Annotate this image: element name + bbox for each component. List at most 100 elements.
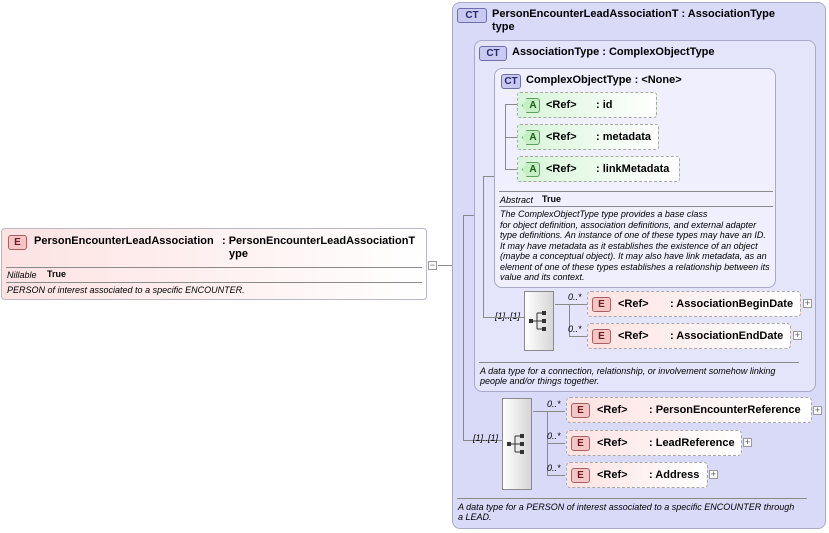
doc-line: element of one of these types establishe…: [500, 261, 770, 272]
complex-type-badge: CT: [501, 74, 521, 89]
complex-type-badge: CT: [457, 8, 487, 23]
connector-line: [463, 440, 502, 441]
divider: [499, 206, 773, 207]
ref-label: <Ref>: [618, 330, 649, 342]
divider: [499, 191, 773, 192]
complex-type-complex-object: CT ComplexObjectType : <None> A <Ref> : …: [494, 68, 776, 288]
element-address[interactable]: E <Ref> : Address: [566, 462, 708, 488]
sequence-compositor[interactable]: [524, 291, 554, 351]
doc-line: value and its context.: [500, 272, 585, 282]
element-occurrence: 0..*: [547, 399, 561, 409]
connector-line: [547, 443, 565, 444]
element-name: : Address: [649, 469, 700, 481]
divider: [6, 282, 422, 283]
root-element-name: PersonEncounterLeadAssociation: [34, 235, 214, 247]
element-badge: E: [8, 235, 27, 250]
collapse-toggle[interactable]: −: [428, 260, 437, 270]
divider: [457, 498, 807, 499]
divider: [6, 267, 422, 268]
element-name: : LeadReference: [649, 437, 735, 449]
abstract-value: True: [542, 194, 562, 204]
attribute-name: : id: [596, 99, 613, 111]
element-badge: E: [571, 468, 590, 483]
element-association-begin-date[interactable]: E <Ref> : AssociationBeginDate: [587, 291, 801, 317]
attribute-metadata[interactable]: A <Ref> : metadata: [517, 124, 659, 150]
ref-label: <Ref>: [597, 437, 628, 449]
root-element-doc: PERSON of interest associated to a speci…: [7, 285, 245, 295]
complex-type-badge: CT: [479, 46, 507, 61]
expand-toggle[interactable]: +: [743, 437, 752, 447]
complex-object-type-title: ComplexObjectType : <None>: [526, 74, 682, 86]
nillable-value: True: [47, 269, 67, 279]
connector-line: [505, 104, 517, 105]
outer-type-doc-wrap: a LEAD.: [458, 512, 492, 522]
element-name: : AssociationBeginDate: [670, 298, 794, 310]
root-element-box[interactable]: E PersonEncounterLeadAssociation : Perso…: [1, 228, 427, 300]
connector-line: [555, 304, 569, 305]
element-occurrence: 0..*: [568, 324, 582, 334]
attribute-badge: A: [522, 162, 540, 177]
sequence-occurrence: [1]..[1]: [473, 433, 499, 443]
connector-line: [569, 336, 587, 337]
element-name: : PersonEncounterReference: [649, 404, 801, 416]
ref-label: <Ref>: [597, 404, 628, 416]
connector-line: [483, 317, 524, 318]
complex-type-title-wrap: type: [492, 21, 515, 33]
element-person-encounter-reference[interactable]: E <Ref> : PersonEncounterReference: [566, 397, 812, 423]
divider: [479, 362, 799, 363]
connector-line: [463, 215, 474, 216]
doc-line: It may have metadata as it establishes t…: [500, 240, 758, 251]
doc-line: for object definition, association defin…: [500, 219, 757, 230]
connector-line: [569, 304, 587, 305]
connector-line: [505, 137, 517, 138]
element-badge: E: [592, 297, 611, 312]
ref-label: <Ref>: [546, 99, 577, 111]
complex-type-title: PersonEncounterLeadAssociationT : Associ…: [492, 8, 775, 20]
attribute-id[interactable]: A <Ref> : id: [517, 92, 657, 118]
connector-line: [533, 411, 547, 412]
attribute-name: : linkMetadata: [596, 163, 670, 175]
element-badge: E: [592, 329, 611, 344]
root-element-type-wrap: ype: [229, 248, 248, 260]
doc-line: The ComplexObjectType type provides a ba…: [500, 209, 708, 219]
sequence-icon: [507, 434, 524, 454]
expand-toggle[interactable]: +: [813, 405, 822, 415]
connector-line: [547, 475, 565, 476]
doc-line: (maybe a conceptual object). It may also…: [500, 251, 767, 261]
element-badge: E: [571, 403, 590, 418]
expand-toggle[interactable]: +: [709, 469, 718, 479]
association-type-doc: A data type for a connection, relationsh…: [480, 366, 776, 376]
expand-toggle[interactable]: +: [793, 330, 802, 340]
element-occurrence: 0..*: [568, 292, 582, 302]
connector-line: [569, 304, 570, 336]
attribute-badge: A: [522, 98, 540, 113]
element-occurrence: 0..*: [547, 431, 561, 441]
complex-type-person-encounter-lead-association: CT PersonEncounterLeadAssociationT : Ass…: [452, 2, 826, 529]
association-type-title: AssociationType : ComplexObjectType: [512, 46, 715, 58]
attribute-name: : metadata: [596, 131, 652, 143]
sequence-icon: [529, 311, 546, 331]
element-occurrence: 0..*: [547, 463, 561, 473]
expand-toggle[interactable]: +: [803, 298, 812, 308]
complex-type-association: CT AssociationType : ComplexObjectType C…: [474, 40, 816, 392]
attribute-link-metadata[interactable]: A <Ref> : linkMetadata: [517, 156, 680, 182]
outer-type-doc: A data type for a PERSON of interest ass…: [458, 502, 795, 512]
connector-line: [505, 169, 517, 170]
root-element-type: : PersonEncounterLeadAssociationT: [222, 235, 416, 247]
element-lead-reference[interactable]: E <Ref> : LeadReference: [566, 430, 742, 456]
association-type-doc-wrap: people and/or things together.: [480, 376, 600, 386]
element-association-end-date[interactable]: E <Ref> : AssociationEndDate: [587, 323, 791, 349]
attribute-badge: A: [522, 130, 540, 145]
connector-line: [483, 176, 494, 177]
connector-line: [463, 215, 464, 440]
nillable-label: Nillable: [7, 270, 37, 280]
sequence-compositor[interactable]: [502, 398, 532, 490]
connector-line: [547, 411, 565, 412]
connector-line: [483, 176, 484, 318]
doc-line: type definitions. An instance of one of …: [500, 230, 766, 240]
element-name: : AssociationEndDate: [670, 330, 784, 342]
sequence-occurrence: [1]..[1]: [495, 311, 521, 321]
element-badge: E: [571, 436, 590, 451]
ref-label: <Ref>: [546, 131, 577, 143]
abstract-label: Abstract: [500, 195, 534, 205]
